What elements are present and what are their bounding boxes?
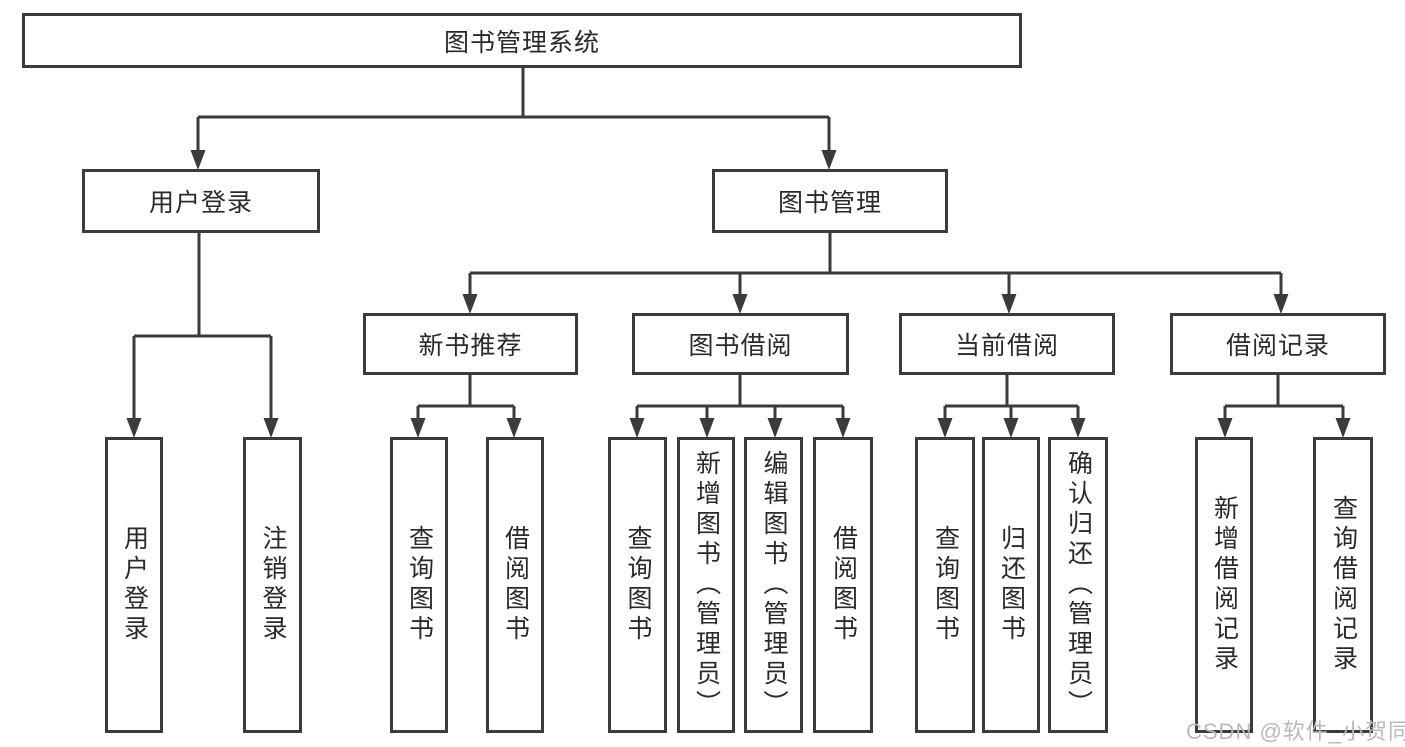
node-root-label: 图书管理系统 — [443, 28, 600, 57]
leaf-add-book-admin: 新增图书（管理员） — [677, 437, 735, 733]
leaf-borrow-books-recommend: 借阅图书 — [486, 437, 544, 733]
leaf-add-borrow-record: 新增借阅记录 — [1195, 437, 1253, 733]
leaf-query-books-borrowing: 查询图书 — [608, 437, 667, 733]
leaf-user-login: 用户登录 — [105, 437, 163, 733]
leaf-edit-book-admin: 编辑图书（管理员） — [744, 437, 803, 733]
leaf-borrow-books: 借阅图书 — [813, 437, 873, 733]
node-label: 查询图书 — [405, 525, 434, 645]
leaf-return-books: 归还图书 — [982, 437, 1040, 733]
node-label: 新书推荐 — [418, 332, 523, 360]
leaf-query-books-recommend: 查询图书 — [390, 437, 448, 733]
node-label: 注销登录 — [259, 525, 287, 645]
node-label: 查询图书 — [624, 525, 652, 645]
node-label: 确认归还（管理员） — [1064, 450, 1093, 720]
leaf-query-borrow-record: 查询借阅记录 — [1313, 437, 1373, 733]
node-label: 查询图书 — [931, 525, 960, 645]
node-label: 借阅图书 — [501, 525, 530, 645]
node-label: 用户登录 — [148, 189, 253, 217]
node-label: 当前借阅 — [954, 332, 1059, 360]
leaf-logout: 注销登录 — [243, 437, 302, 733]
node-user-login-module: 用户登录 — [82, 169, 320, 233]
leaf-confirm-return-admin: 确认归还（管理员） — [1048, 437, 1108, 733]
node-label: 查询借阅记录 — [1329, 495, 1358, 675]
node-book-management-module: 图书管理 — [712, 169, 948, 233]
node-book-borrowing: 图书借阅 — [632, 313, 849, 375]
node-borrowing-records: 借阅记录 — [1170, 313, 1386, 375]
leaf-query-books-current: 查询图书 — [915, 437, 975, 733]
node-label: 图书借阅 — [688, 332, 793, 360]
node-label: 新增借阅记录 — [1210, 495, 1239, 675]
node-new-book-recommendation: 新书推荐 — [363, 313, 578, 375]
node-label: 归还图书 — [997, 525, 1026, 645]
node-label: 借阅图书 — [829, 525, 858, 645]
node-label: 借阅记录 — [1225, 332, 1330, 360]
node-label: 新增图书（管理员） — [692, 450, 721, 720]
node-label: 用户登录 — [120, 525, 149, 645]
node-label: 编辑图书（管理员） — [760, 450, 788, 720]
csdn-watermark: CSDN @软件_小贺同学 — [1186, 719, 1405, 744]
node-current-borrowing: 当前借阅 — [899, 313, 1115, 375]
node-root-system: 图书管理系统 — [22, 13, 1022, 68]
node-label: 图书管理 — [777, 189, 882, 217]
